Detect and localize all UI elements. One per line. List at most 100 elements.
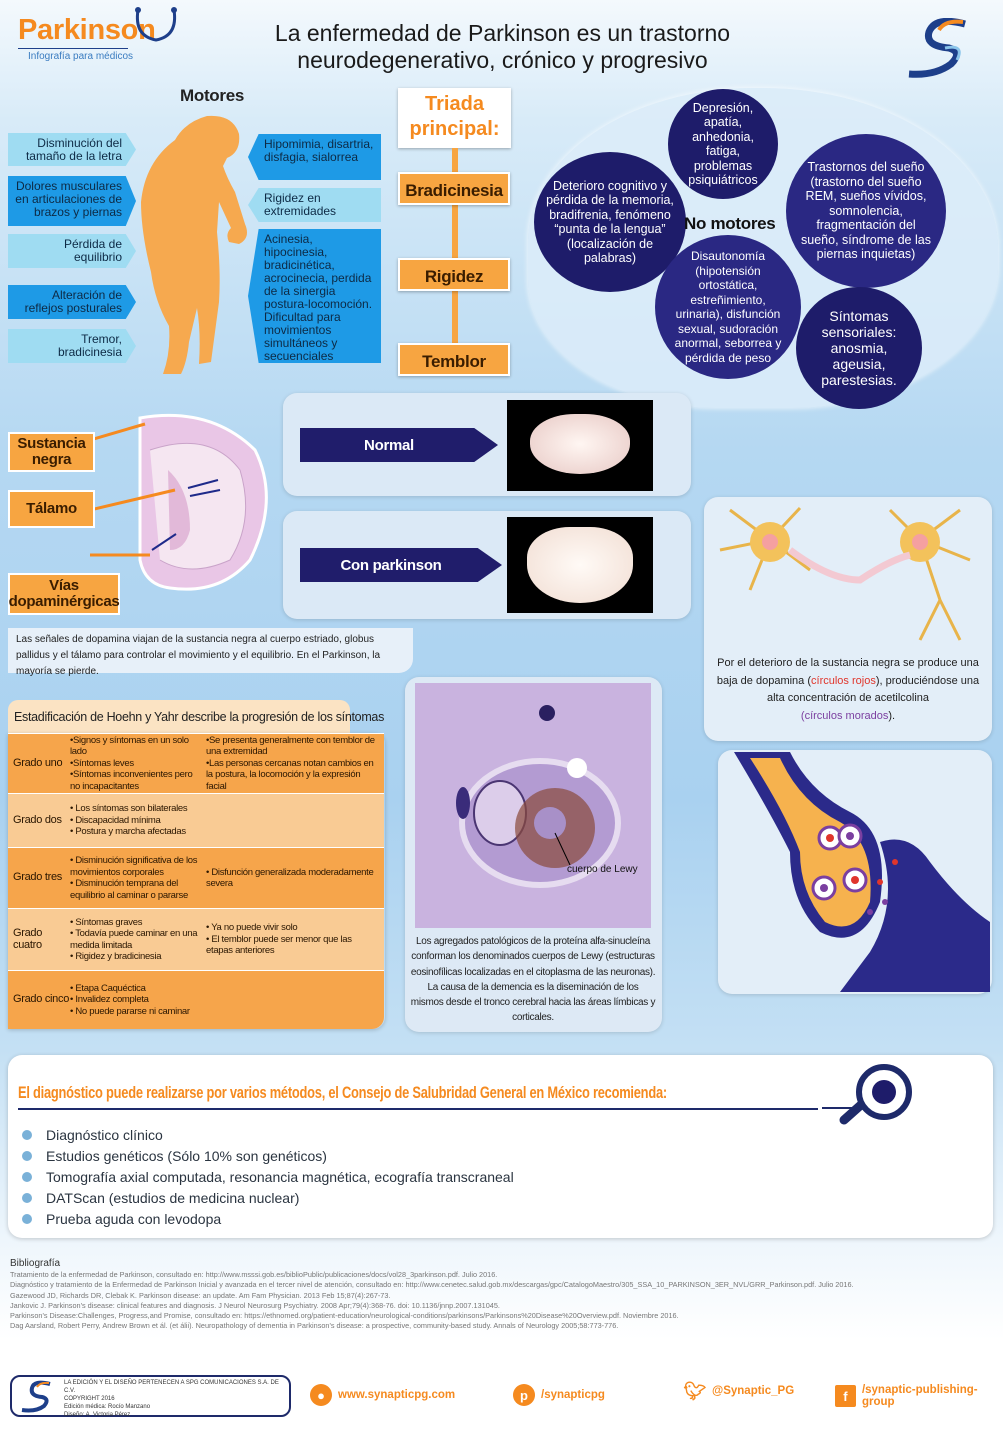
bullet-icon bbox=[22, 1213, 32, 1224]
normal-midbrain-image bbox=[507, 400, 653, 491]
neuron-illustration bbox=[719, 506, 971, 641]
diagnosis-list: Diagnóstico clínico Estudios genéticos (… bbox=[22, 1124, 514, 1229]
motor-symptom-right-2: Rigidez en extremidades bbox=[248, 188, 381, 222]
stage-symptom: • El temblor puede ser menor que las eta… bbox=[206, 933, 352, 957]
stage-symptoms: • Síntomas graves• Todavía puede caminar… bbox=[70, 917, 206, 963]
lewy-body-micrograph bbox=[415, 683, 651, 928]
bibliography: Bibliografía Tratamiento de la enfermeda… bbox=[10, 1258, 854, 1332]
bib-entry: Parkinson's Disease:Challenges, Progress… bbox=[10, 1311, 679, 1321]
diagnosis-panel bbox=[8, 1055, 993, 1238]
motor-symptom-left-4: Alteración de reflejos posturales bbox=[8, 285, 136, 319]
bibliography-title: Bibliografía bbox=[10, 1258, 61, 1269]
stage-symptoms: • Disminución significativa de los movim… bbox=[70, 855, 206, 901]
twitter-icon: 🐦︎ bbox=[683, 1380, 707, 1401]
neuron-caption-c: ). bbox=[888, 709, 896, 722]
credit-line: COPYRIGHT 2016 bbox=[64, 1396, 115, 1402]
stage-row: Grado tres • Disminución significativa de… bbox=[8, 847, 384, 908]
stage-symptom: • Ya no puede vivir solo bbox=[206, 922, 298, 934]
stage-symptom: •Síntomas leves bbox=[70, 757, 134, 769]
brain-section-illustration bbox=[90, 414, 268, 591]
twitter-link[interactable]: 🐦︎ @Synaptic_PG bbox=[683, 1380, 795, 1402]
neuron-caption-a: Por el deterioro de la sustancia negra s… bbox=[716, 657, 979, 687]
diagnosis-item-text: Estudios genéticos (Sólo 10% son genétic… bbox=[46, 1147, 327, 1164]
purple-circles-label: círculos morados bbox=[804, 709, 889, 722]
stage-symptoms: •Se presenta generalmente con temblor de… bbox=[206, 735, 384, 793]
credit-line: Diseño: A. Victoria Pérez bbox=[64, 1412, 131, 1418]
facebook-icon: f bbox=[835, 1385, 856, 1407]
stage-grade: Grado tres bbox=[13, 871, 62, 884]
motor-symptom-right-1: Hipomimia, disartria, disfagia, sialorre… bbox=[248, 134, 381, 180]
motor-symptom-left-1: Disminución del tamaño de la letra bbox=[8, 133, 136, 166]
lewy-caption: Los agregados patológicos de la proteína… bbox=[410, 936, 656, 1024]
credit-line: LA EDICIÓN Y EL DISEÑO PERTENECEN A SPG … bbox=[64, 1380, 279, 1394]
diagnosis-item: Tomografía axial computada, resonancia m… bbox=[22, 1166, 514, 1187]
neuron-caption-b: ), produciéndose una alta concentración … bbox=[766, 674, 980, 705]
triada-rigidez: Rigidez bbox=[398, 258, 510, 291]
synapse-illustration bbox=[734, 752, 990, 992]
stage-row: Grado uno •Signos y síntomas en un solo l… bbox=[8, 733, 384, 793]
stage-symptoms: • Ya no puede vivir solo• El temblor pue… bbox=[206, 922, 384, 957]
stage-row: Grado cuatro• Síntomas graves• Todavía p… bbox=[8, 908, 384, 970]
triada-bradicinesia: Bradicinesia bbox=[398, 172, 510, 205]
spg-logo-icon bbox=[21, 1380, 51, 1413]
diagnosis-item: Prueba aguda con levodopa bbox=[22, 1208, 514, 1229]
normal-label: Normal bbox=[300, 428, 498, 462]
title-line-1: La enfermedad de Parkinson es un trastor… bbox=[274, 20, 731, 46]
logo-text: Parkinson bbox=[18, 14, 156, 46]
parkinson-label: Con parkinson bbox=[300, 548, 502, 582]
motor-symptom-left-2: Dolores musculares en articulaciones de … bbox=[8, 176, 136, 226]
bullet-icon bbox=[22, 1129, 32, 1140]
bib-entry: Gazewood JD, Richards DR, Clebak K. Park… bbox=[10, 1290, 391, 1300]
facebook-link[interactable]: f/synaptic-publishing-group bbox=[835, 1384, 1003, 1408]
stage-symptom: •Signos y síntomas en un solo lado bbox=[70, 734, 189, 758]
triada-connector bbox=[452, 148, 458, 345]
stage-symptom: • Postura y marcha afectadas bbox=[70, 826, 186, 838]
page-title: La enfermedad de Parkinson es un trastor… bbox=[230, 20, 775, 74]
footer-credits-box: LA EDICIÓN Y EL DISEÑO PERTENECEN A SPG … bbox=[10, 1375, 291, 1418]
website-text: www.synapticpg.com bbox=[338, 1389, 456, 1401]
stage-symptom: • Todavía puede caminar en una medida li… bbox=[70, 928, 198, 951]
stage-symptom: • Invalidez completa bbox=[70, 994, 149, 1006]
lewy-label: cuerpo de Lewy bbox=[567, 864, 638, 875]
brain-caption: Las señales de dopamina viajan de la sus… bbox=[8, 628, 413, 677]
nonmotor-depresion: Depresión, apatía, anhedonia, fatiga, pr… bbox=[668, 89, 778, 199]
stage-symptom: • Disminución significativa de los movim… bbox=[70, 855, 198, 878]
credit-line: Edición médica: Rocío Manzano bbox=[64, 1404, 151, 1410]
diagnosis-item-text: Prueba aguda con levodopa bbox=[46, 1210, 222, 1227]
stage-row: Grado cinco• Etapa Caquéctica• Invalidez… bbox=[8, 970, 384, 1029]
neuron-caption: Por el deterioro de la sustancia negra s… bbox=[708, 655, 988, 725]
parkinson-midbrain-image bbox=[507, 517, 653, 613]
bib-entry: Diagnóstico y tratamiento de la Enfermed… bbox=[10, 1280, 854, 1290]
diagnosis-underline bbox=[18, 1108, 818, 1110]
bib-entry: Jankovic J. Parkinson's disease: clinica… bbox=[10, 1300, 500, 1310]
nonmotor-sensoriales: Síntomas sensoriales: anosmia, ageusia, … bbox=[796, 287, 922, 409]
stage-symptom: •Las personas cercanas notan cambios en … bbox=[206, 757, 374, 792]
stage-symptom: •Síntomas inconvenientes pero no incapac… bbox=[70, 769, 193, 792]
stage-symptoms: • Etapa Caquéctica• Invalidez completa• … bbox=[70, 983, 206, 1018]
nonmotor-sueno: Trastornos del sueño (trastorno del sueñ… bbox=[786, 134, 946, 288]
twitter-text: @Synaptic_PG bbox=[712, 1385, 795, 1397]
stage-symptom: • Discapacidad mínima bbox=[70, 814, 161, 826]
motor-symptom-left-5: Tremor, bradicinesia bbox=[8, 329, 136, 363]
diagnosis-item: DATScan (estudios de medicina nuclear) bbox=[22, 1187, 514, 1208]
purple-open: ( bbox=[800, 709, 805, 722]
diagnosis-item-text: Diagnóstico clínico bbox=[46, 1126, 163, 1143]
pinterest-link[interactable]: p/synapticpg bbox=[513, 1384, 605, 1406]
patient-silhouette bbox=[141, 115, 247, 375]
stage-symptom: • Etapa Caquéctica bbox=[70, 982, 146, 994]
bullet-icon bbox=[22, 1171, 32, 1182]
website-link[interactable]: ●www.synapticpg.com bbox=[310, 1384, 455, 1406]
label-talamo: Tálamo bbox=[8, 490, 95, 528]
motor-symptom-left-3: Pérdida de equilibrio bbox=[8, 234, 136, 268]
stage-grade: Grado uno bbox=[13, 756, 63, 769]
stage-symptom: • Rigidez y bradicinesia bbox=[70, 951, 162, 962]
motores-title: Motores bbox=[180, 86, 245, 105]
diagnosis-item-text: Tomografía axial computada, resonancia m… bbox=[46, 1168, 514, 1185]
stage-symptom: •Se presenta generalmente con temblor de… bbox=[206, 734, 375, 758]
spg-logo-icon bbox=[908, 18, 966, 78]
hoehn-yahr-title: Estadificación de Hoehn y Yahr describe … bbox=[8, 700, 384, 734]
stage-grade: Grado cinco bbox=[13, 993, 70, 1006]
diagnosis-item-text: DATScan (estudios de medicina nuclear) bbox=[46, 1189, 300, 1206]
pinterest-icon: p bbox=[513, 1384, 535, 1406]
motor-symptom-right-3: Acinesia, hipocinesia, bradicinética, ac… bbox=[248, 229, 381, 363]
